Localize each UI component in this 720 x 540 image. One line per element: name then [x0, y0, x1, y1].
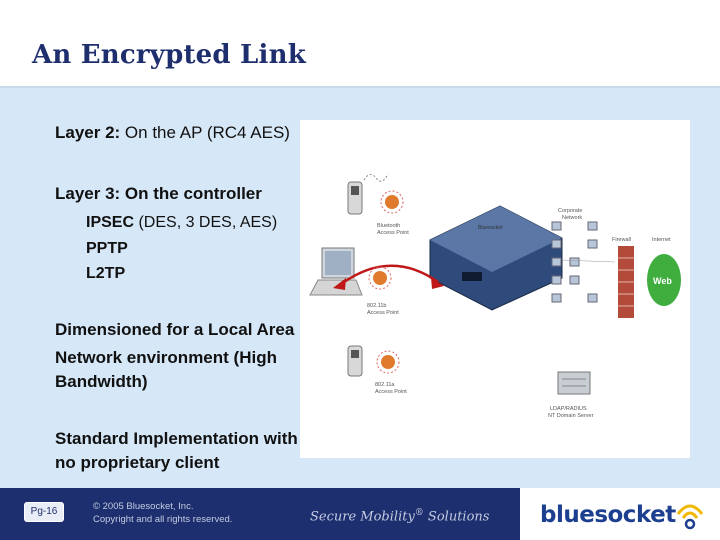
bullet-layer3: Layer 3: On the controller	[55, 184, 262, 203]
standard-line1: Standard Implementation with	[55, 429, 298, 448]
slogan: Secure Mobility® Solutions	[310, 508, 489, 524]
bullet-layer2: Layer 2: On the AP (RC4 AES)	[55, 122, 290, 144]
corporate-pcs	[551, 221, 598, 303]
label-web: Web	[653, 276, 672, 286]
page-number: Pg-16	[24, 502, 64, 522]
footer-band: Pg-16 © 2005 Bluesocket, Inc. Copyright …	[0, 488, 520, 540]
label-corporate-1: Corporate	[558, 208, 582, 214]
dimensioned-line3: Bandwidth)	[55, 372, 148, 391]
dimensioned-line1: Dimensioned for a Local Area	[55, 320, 295, 339]
layer3-item-pptp: PPTP	[86, 240, 128, 257]
label-bluetooth-ap-2: Access Point	[377, 230, 409, 236]
corporate-line	[561, 259, 616, 263]
standard-line2: no proprietary client	[55, 453, 220, 472]
pda-bottom-icon	[347, 345, 363, 377]
encrypted-link-arrow	[333, 264, 444, 290]
layer3-item-ipsec: IPSEC (DES, 3 DES, AES)	[86, 214, 278, 231]
footer: Pg-16 © 2005 Bluesocket, Inc. Copyright …	[0, 488, 720, 540]
ap-11a-bottom-icon	[376, 350, 400, 374]
bluetooth-ap-icon	[380, 190, 404, 214]
slide-title: An Encrypted Link	[32, 40, 306, 70]
ap-11b-top-icon	[368, 266, 392, 290]
label-ap-11b-top-1: 802.11b	[367, 303, 386, 309]
network-diagram: Bluetooth Access Point Bluesocket	[300, 120, 690, 458]
label-ap-11a-2: Access Point	[375, 389, 407, 395]
laptop-icon	[309, 247, 363, 296]
copyright-line1: © 2005 Bluesocket, Inc.	[93, 501, 194, 512]
slogan-a: Secure Mobility	[310, 509, 415, 525]
controller-icon	[429, 205, 563, 311]
copyright: © 2005 Bluesocket, Inc. Copyright and al…	[93, 500, 232, 526]
label-ap-11a-1: 802.11a	[375, 382, 395, 388]
pda-top-icon	[347, 181, 363, 215]
title-bar: An Encrypted Link	[0, 0, 720, 88]
label-ap-11b-top-2: Access Point	[367, 310, 399, 316]
web-globe-icon	[647, 254, 681, 306]
label-firewall: Firewall	[612, 237, 631, 243]
dimensioned-line2: Network environment (High	[55, 348, 277, 367]
label-ldap-1: LDAP/RADIUS	[550, 406, 587, 412]
copyright-line2: Copyright and all rights reserved.	[93, 514, 233, 525]
firewall-icon	[618, 246, 634, 318]
layer3-item-l2tp: L2TP	[86, 265, 126, 282]
wireless-wave-top	[363, 173, 389, 182]
label-controller: Bluesocket	[478, 225, 503, 231]
wifi-logo-icon	[676, 504, 704, 530]
title-divider	[0, 86, 720, 88]
bluesocket-logo: bluesocket	[540, 502, 676, 528]
label-corporate-2: Network	[562, 215, 582, 221]
network-diagram-svg: Bluetooth Access Point Bluesocket	[309, 173, 681, 419]
layer2-label: Layer 2:	[55, 123, 121, 142]
content-area: Bluetooth Access Point Bluesocket	[0, 88, 720, 488]
label-internet: Internet	[652, 237, 671, 243]
label-ldap-2: NT Domain Server	[548, 413, 594, 419]
slogan-registered: ®	[414, 508, 424, 518]
ldap-server-icon	[557, 371, 591, 395]
slogan-b: Solutions	[423, 509, 490, 525]
label-bluetooth-ap-1: Bluetooth	[377, 223, 400, 229]
layer2-text: On the AP (RC4 AES)	[120, 123, 290, 142]
